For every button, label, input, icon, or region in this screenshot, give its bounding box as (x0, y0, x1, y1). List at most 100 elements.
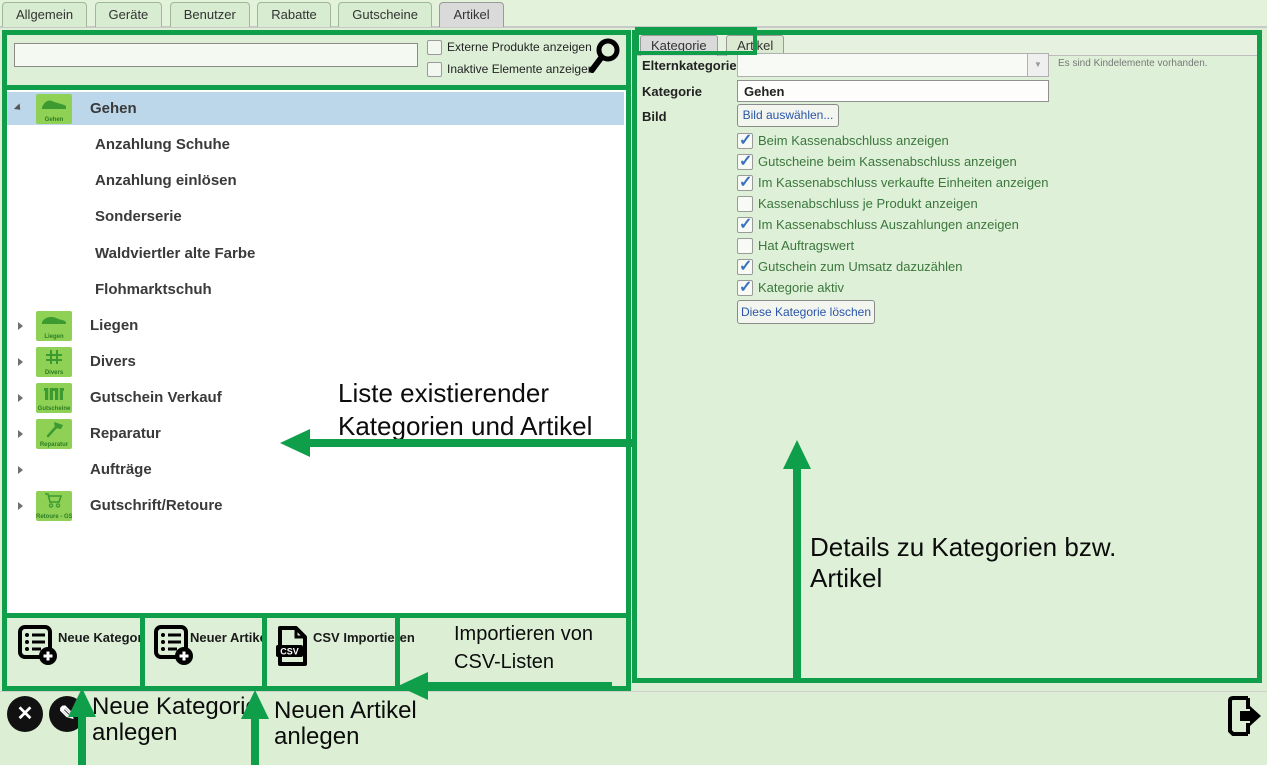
annotation-arrow-up (241, 690, 269, 719)
checkbox-label: Beim Kassenabschluss anzeigen (758, 133, 949, 148)
child-elements-hint: Es sind Kindelemente vorhanden. (1058, 58, 1208, 69)
checkbox-label: Im Kassenabschluss Auszahlungen anzeigen (758, 217, 1019, 232)
kategorie-input[interactable] (737, 80, 1049, 102)
detail-tab-kategorie[interactable]: Kategorie (640, 35, 718, 56)
hammer-icon (46, 422, 63, 438)
checkbox-kategorie-aktiv[interactable] (737, 277, 753, 297)
tree-row-waldviertler-alte-farbe[interactable]: Waldviertler alte Farbe (95, 245, 256, 262)
annotation-csv: Importieren von CSV-Listen (454, 623, 593, 673)
tree-row-auftraege[interactable]: Aufträge (7, 453, 624, 489)
tree-row-gutschrift-retoure[interactable]: Retoure - GS Gutschrift/Retoure (7, 489, 624, 525)
annotation-arrow-shaft (251, 714, 259, 765)
annotation-arrow-left (280, 429, 310, 457)
annotation-liste: Liste existierender Kategorien und Artik… (338, 378, 593, 441)
tab-gutscheine[interactable]: Gutscheine (338, 2, 433, 27)
checkbox-verkaufte-einheiten[interactable] (737, 172, 753, 192)
annotation-arrow-left (398, 672, 428, 700)
tree-row-reparatur[interactable]: Reparatur Reparatur (7, 417, 624, 453)
annotation-arrow-up (783, 440, 811, 469)
annotation-arrow-shaft (78, 712, 86, 765)
delete-category-button[interactable]: Diese Kategorie löschen (737, 300, 875, 324)
choose-image-button[interactable]: Bild auswählen... (737, 104, 839, 127)
external-products-checkbox[interactable] (427, 40, 442, 55)
collapsed-caret-icon[interactable] (18, 430, 23, 438)
annotation-divider (395, 613, 400, 691)
category-icon-gehen: Gehen (36, 94, 72, 124)
search-input[interactable] (14, 43, 418, 67)
csv-import-button[interactable]: CSV CSV Importieren (267, 618, 415, 686)
elternkategorie-label: Elternkategorie (642, 58, 737, 73)
tree-row-gutschein-verkauf[interactable]: Gutscheine Gutschein Verkauf (7, 381, 624, 417)
collapsed-caret-icon[interactable] (18, 502, 23, 510)
list-add-icon (18, 625, 57, 665)
logout-icon[interactable] (1226, 694, 1264, 738)
collapsed-caret-icon[interactable] (18, 322, 23, 330)
annotation-details: Details zu Kategorien bzw. Artikel (810, 532, 1117, 593)
kategorie-label: Kategorie (642, 84, 702, 99)
annotation-divider (262, 613, 267, 691)
annotation-divider (140, 613, 145, 691)
annotation-frame-detail-tabs (635, 27, 757, 55)
bild-label: Bild (642, 109, 667, 124)
tree-row-sonderserie[interactable]: Sonderserie (95, 208, 182, 225)
checkbox-kassenabschluss[interactable] (737, 130, 753, 150)
checkbox-label: Gutschein zum Umsatz dazuzählen (758, 259, 963, 274)
checkbox-auszahlungen[interactable] (737, 214, 753, 234)
tab-geraete[interactable]: Geräte (94, 2, 163, 27)
annotation-divider (2, 85, 631, 90)
shopping-cart-icon (45, 493, 63, 508)
checkbox-gutscheine-kassenabschluss[interactable] (737, 151, 753, 171)
checkbox-auftragswert[interactable] (737, 238, 753, 254)
new-category-button[interactable]: Neue Kategorie (7, 618, 153, 686)
category-icon-divers: Divers (36, 347, 72, 377)
checkbox-umsatz-dazuzaehlen[interactable] (737, 256, 753, 276)
collapsed-caret-icon[interactable] (18, 358, 23, 366)
gift-icon (44, 388, 64, 400)
category-icon-gutscheine: Gutscheine (36, 383, 72, 413)
new-article-button[interactable]: Neuer Artikel (145, 618, 270, 686)
inactive-elements-label: Inaktive Elemente anzeigen (447, 62, 595, 76)
annotation-neuer-artikel: Neuen Artikel anlegen (274, 697, 417, 750)
close-button[interactable]: ✕ (7, 696, 43, 732)
annotation-arrow-shaft (308, 439, 632, 447)
search-icon[interactable] (584, 37, 622, 77)
inactive-elements-checkbox[interactable] (427, 62, 442, 77)
tree-row-anzahlung-einloesen[interactable]: Anzahlung einlösen (95, 172, 237, 189)
tree-row-anzahlung-schuhe[interactable]: Anzahlung Schuhe (95, 136, 230, 153)
elternkategorie-select[interactable]: ▼ (737, 53, 1049, 77)
category-tree (7, 90, 626, 613)
checkbox-label: Hat Auftragswert (758, 238, 855, 253)
annotation-frame-right-panel (632, 30, 1262, 683)
category-icon-reparatur: Reparatur (36, 419, 72, 449)
bottom-bar (0, 691, 1267, 765)
external-products-label: Externe Produkte anzeigen (447, 40, 592, 54)
tree-row-flohmarktschuh[interactable]: Flohmarktschuh (95, 281, 212, 298)
checkbox-label: Kategorie aktiv (758, 280, 844, 295)
chevron-down-icon[interactable]: ▼ (1027, 54, 1048, 76)
annotation-frame-left-panel (2, 30, 631, 691)
lying-shoe-icon (42, 317, 66, 324)
svg-text:CSV: CSV (280, 647, 299, 657)
annotation-arrow-up (68, 688, 96, 717)
collapsed-caret-icon[interactable] (18, 466, 23, 474)
annotation-neue-kategorie: Neue Kategorie anlegen (92, 693, 259, 746)
csv-file-icon: CSV (276, 626, 307, 666)
tab-allgemein[interactable]: Allgemein (2, 2, 88, 27)
checkbox-label: Im Kassenabschluss verkaufte Einheiten a… (758, 175, 1049, 190)
category-icon-liegen: Liegen (36, 311, 72, 341)
checkbox-label: Kassenabschluss je Produkt anzeigen (758, 196, 978, 211)
top-tab-bar: Allgemein Geräte Benutzer Rabatte Gutsch… (0, 0, 1267, 28)
tab-benutzer[interactable]: Benutzer (169, 2, 250, 27)
checkbox-label: Gutscheine beim Kassenabschluss anzeigen (758, 154, 1017, 169)
checkbox-je-produkt[interactable] (737, 196, 753, 212)
tab-rabatte[interactable]: Rabatte (257, 2, 331, 27)
shoe-icon (42, 100, 66, 109)
tree-row-divers[interactable]: Divers Divers (7, 345, 624, 381)
annotation-arrow-shaft (424, 682, 612, 690)
collapsed-caret-icon[interactable] (18, 394, 23, 402)
tree-row-liegen[interactable]: Liegen Liegen (7, 309, 624, 345)
tree-row-gehen[interactable]: Gehen Gehen (7, 92, 624, 125)
grid-icon (46, 350, 62, 364)
tab-artikel[interactable]: Artikel (439, 2, 504, 27)
